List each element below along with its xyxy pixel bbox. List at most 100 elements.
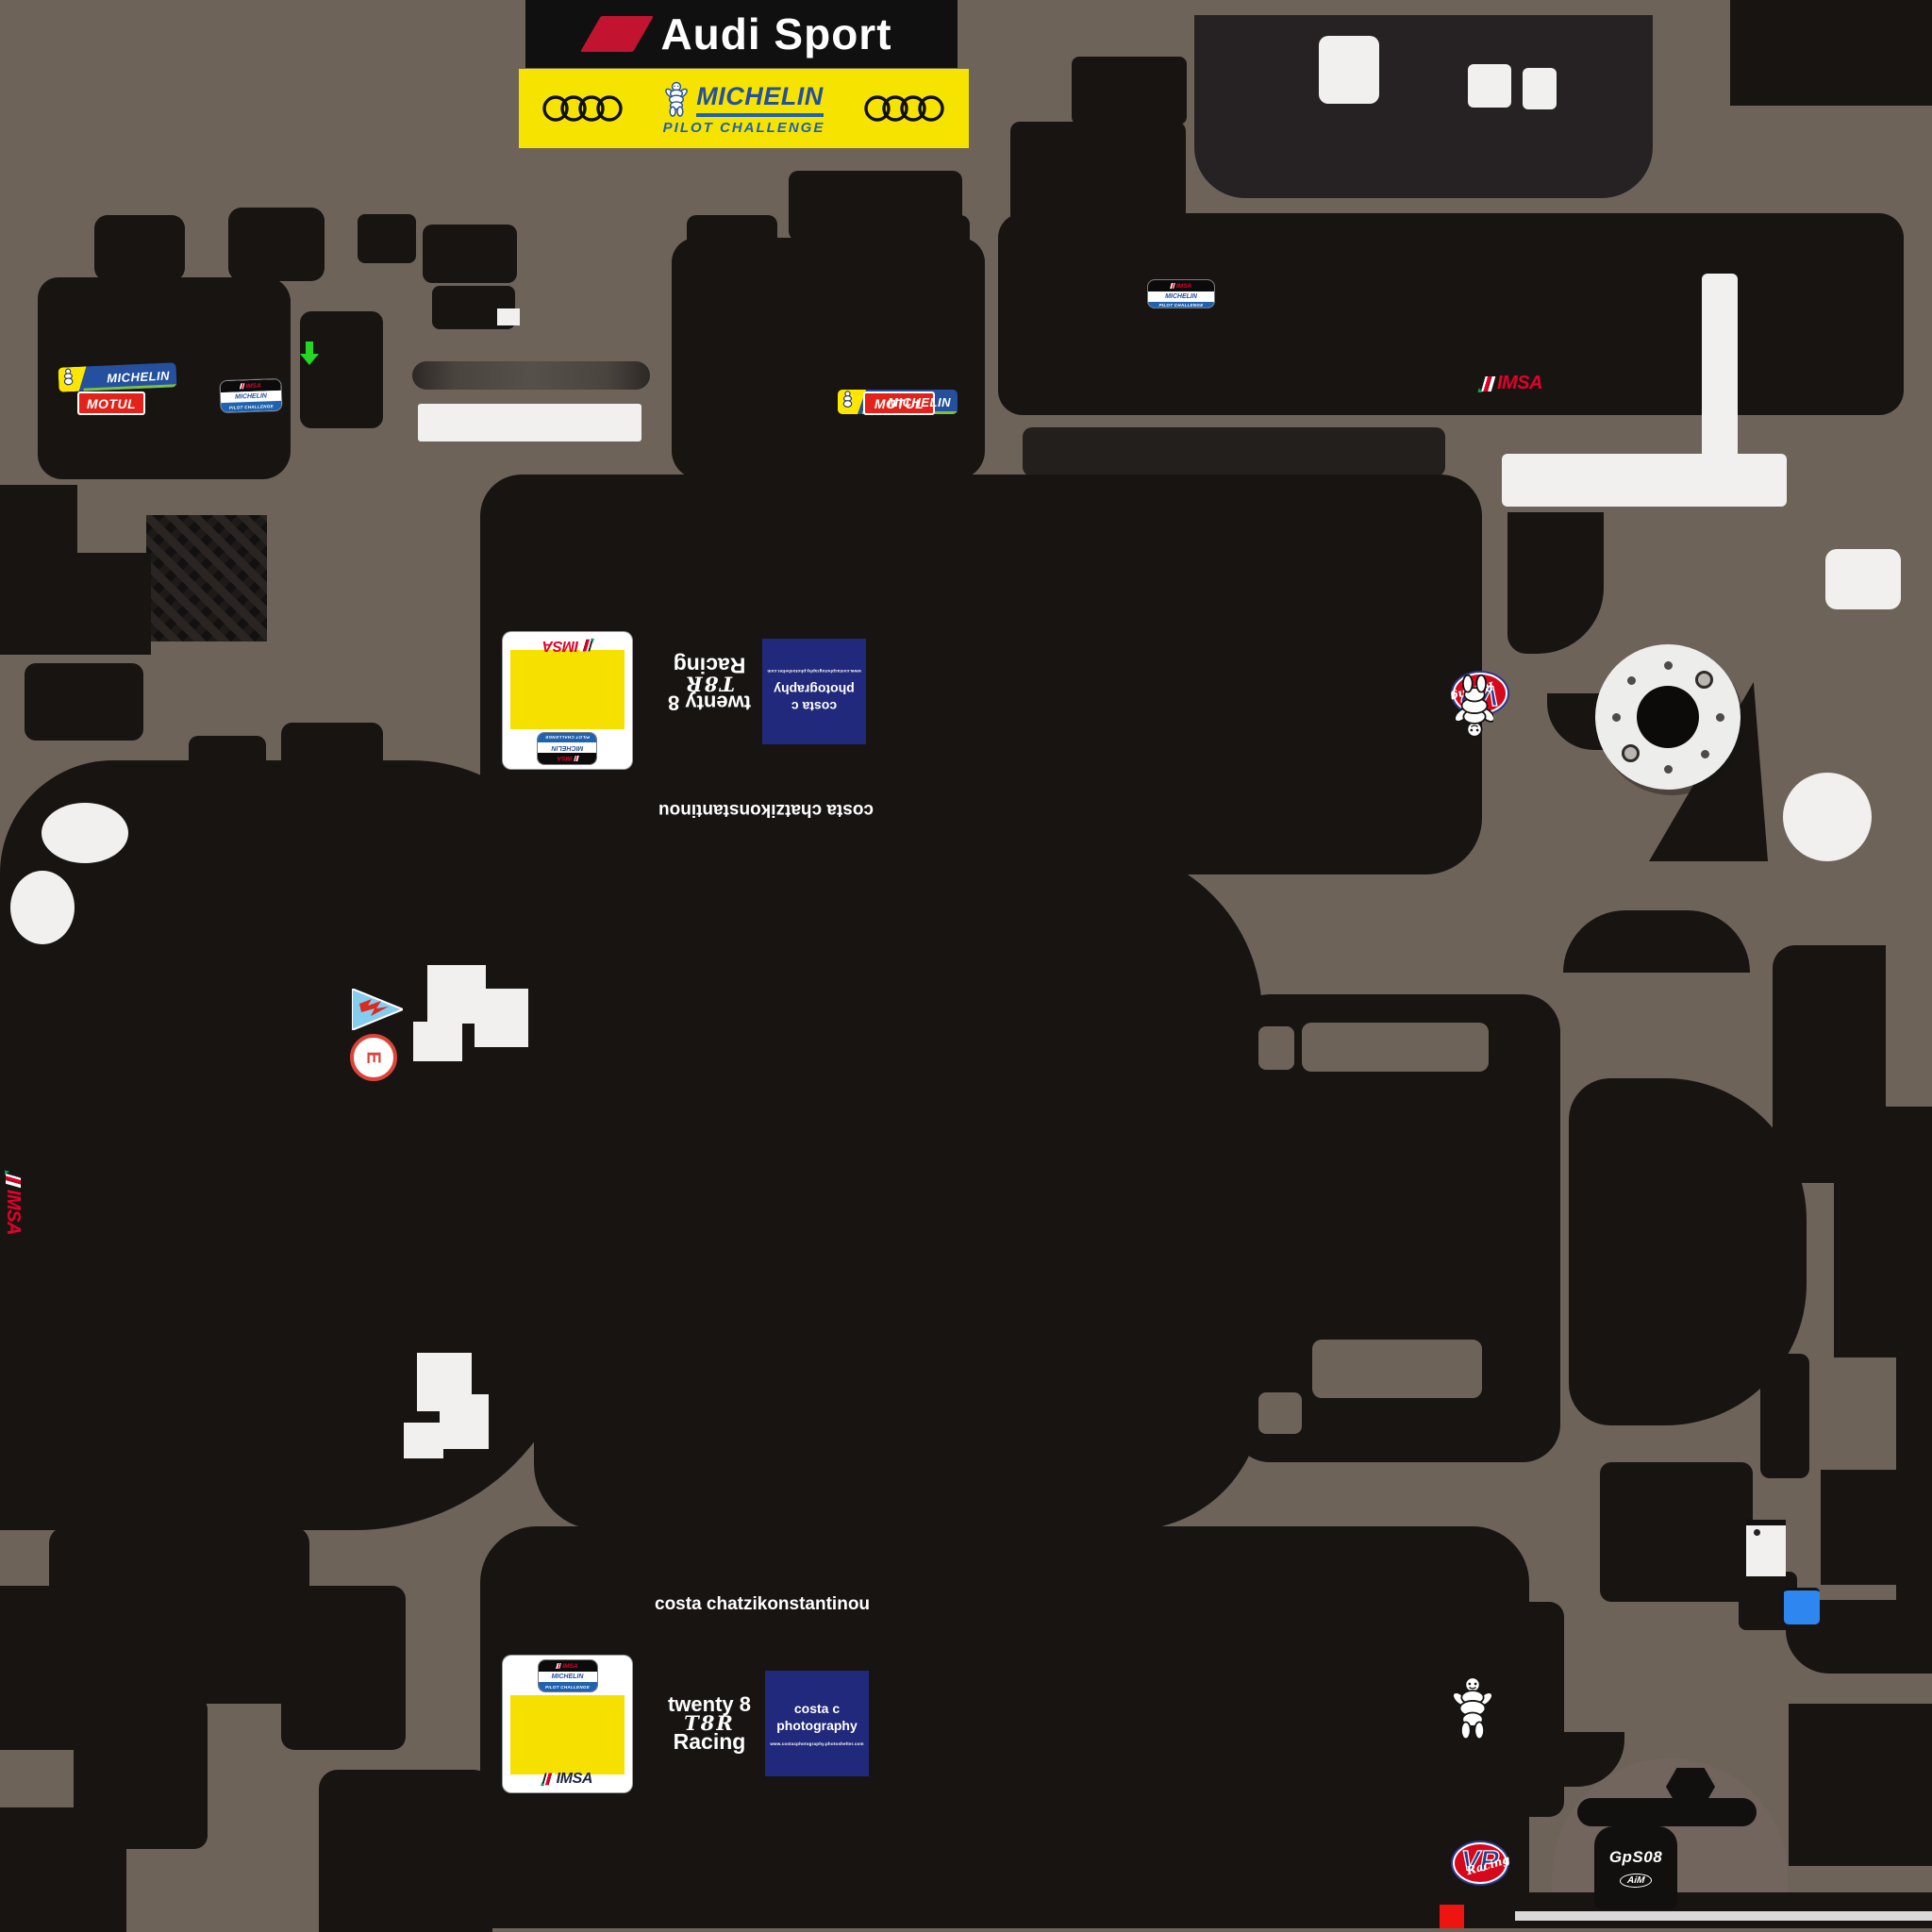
pilot-challenge-badge: IMSA MICHELIN PILOT CHALLENGE bbox=[538, 1660, 597, 1691]
corner-shape-bottomright bbox=[1789, 1704, 1932, 1866]
badge-pilot-label: PILOT CHALLENGE bbox=[538, 733, 597, 742]
motul-wordmark: MOTUL bbox=[874, 395, 924, 411]
red-badge-glyph: E bbox=[363, 1051, 384, 1064]
vest-side-piece bbox=[300, 311, 383, 428]
connector-dot bbox=[1754, 1529, 1760, 1536]
imsa-flag-icon bbox=[239, 383, 245, 390]
pennant-flag-decal bbox=[352, 989, 403, 1030]
michelin-man-icon bbox=[842, 391, 853, 408]
sponsor-card: IMSA MICHELIN PILOT CHALLENGE IMSA bbox=[503, 1656, 632, 1792]
badge-imsa-row: IMSA bbox=[538, 1660, 597, 1672]
audi-rings-icon bbox=[864, 95, 945, 122]
fender-curve bbox=[1507, 512, 1604, 654]
corner-shape-bottomleft bbox=[0, 1807, 126, 1932]
fender-mass-left bbox=[0, 760, 581, 1530]
small-white-part bbox=[497, 308, 520, 325]
edge-shape-right bbox=[1834, 1107, 1932, 1357]
vest-panel-center bbox=[672, 238, 985, 479]
corner-shape-topright bbox=[1730, 0, 1932, 106]
imsa-wordmark: IMSA bbox=[1497, 373, 1543, 393]
badge-michelin-label: MICHELIN bbox=[538, 1672, 597, 1682]
michelin-man-icon bbox=[665, 81, 689, 117]
bodyside-panel-right bbox=[998, 213, 1904, 415]
small-part-shape bbox=[1010, 122, 1186, 224]
imsa-flag-icon bbox=[1478, 375, 1496, 391]
audi-sport-label: Audi Sport bbox=[660, 9, 892, 58]
white-bar-part bbox=[418, 404, 641, 441]
imsa-logo: IMSA bbox=[0, 1171, 26, 1277]
red-marker-square bbox=[1440, 1905, 1464, 1928]
michelin-man-figure bbox=[1456, 674, 1493, 738]
imsa-flag-icon bbox=[556, 1663, 562, 1669]
imsa-flag-icon bbox=[573, 756, 579, 761]
vp-oval-icon bbox=[1453, 1842, 1507, 1884]
headrest-cutout bbox=[1523, 68, 1557, 109]
team-line3: Racing bbox=[673, 653, 746, 678]
edge-shape-left bbox=[0, 1586, 77, 1750]
pilot-challenge-badge: IMSA MICHELIN PILOT CHALLENGE bbox=[538, 733, 597, 764]
corner-shape bbox=[1821, 1470, 1932, 1585]
small-part-shape bbox=[1760, 1354, 1809, 1478]
headrest-cutout bbox=[1319, 36, 1379, 104]
small-part-shape bbox=[789, 171, 962, 241]
small-part-shape bbox=[423, 225, 517, 283]
imsa-flag-icon bbox=[6, 1171, 21, 1189]
green-arrow-marker bbox=[300, 341, 319, 366]
hub-bolt bbox=[1612, 713, 1621, 722]
imsa-flag-icon bbox=[541, 1773, 555, 1785]
team-name-block: twenty 8 T8R Racing bbox=[660, 653, 758, 715]
hub-bolt bbox=[1664, 765, 1673, 774]
hub-bolt-ringed bbox=[1622, 744, 1640, 762]
sponsor-card: IMSA MICHELIN PILOT CHALLENGE IMSA bbox=[503, 632, 632, 769]
michelin-man-figure bbox=[1454, 1676, 1491, 1740]
suit-piece bbox=[281, 1586, 406, 1750]
badge-pilot-label: PILOT CHALLENGE bbox=[538, 1682, 597, 1691]
panel-cutout bbox=[1258, 1392, 1302, 1434]
blue-connector bbox=[1784, 1588, 1820, 1624]
shoulder-shape-right bbox=[228, 208, 325, 281]
audi-rings-icon bbox=[541, 95, 623, 122]
carbon-panel bbox=[146, 515, 267, 641]
card-yellow-field bbox=[510, 1695, 625, 1774]
costa-photography-box: costa c photography www.costacphotograph… bbox=[762, 639, 866, 744]
shoulder-shape-left bbox=[94, 215, 185, 281]
imsa-wordmark: IMSA bbox=[3, 1190, 25, 1235]
white-cutout bbox=[475, 989, 528, 1047]
hub-bolt bbox=[1716, 713, 1724, 722]
michelin-banner-center: MICHELIN PILOT CHALLENGE bbox=[663, 81, 825, 136]
hub-center-hole bbox=[1637, 686, 1699, 748]
edge-shape-left bbox=[0, 485, 77, 557]
headrest-panel bbox=[1194, 15, 1653, 198]
gps-label: GpS08 bbox=[1608, 1848, 1663, 1866]
michelin-wordmark: MICHELIN bbox=[888, 394, 951, 409]
small-part-shape bbox=[1600, 1462, 1753, 1602]
team-line1: twenty 8 bbox=[667, 1692, 752, 1716]
dash-bottom-strip bbox=[480, 1921, 1932, 1928]
badge-imsa-label: IMSA bbox=[1175, 282, 1192, 290]
white-ellipse-part bbox=[42, 803, 128, 863]
team-line2: T8R bbox=[684, 1711, 735, 1735]
badge-imsa-row: IMSA bbox=[538, 753, 597, 764]
aim-logo: AiM bbox=[1619, 1874, 1653, 1888]
underbody-band bbox=[480, 1526, 1529, 1926]
panel-cutout bbox=[1312, 1340, 1482, 1398]
hub-bolt bbox=[1627, 676, 1636, 685]
imsa-wordmark: IMSA bbox=[556, 1770, 592, 1787]
white-circle-part bbox=[1783, 773, 1872, 861]
imsa-flag-icon bbox=[1170, 283, 1175, 289]
white-cutout bbox=[404, 1423, 443, 1458]
card-yellow-field bbox=[510, 650, 625, 729]
white-lbar-vertical bbox=[1702, 274, 1738, 470]
imsa-logo: IMSA bbox=[543, 637, 594, 655]
headrest-cutout bbox=[1468, 64, 1511, 108]
suit-piece bbox=[49, 1526, 309, 1704]
wheel-hub-disc bbox=[1595, 644, 1740, 790]
badge-imsa-label: IMSA bbox=[245, 382, 261, 390]
imsa-logo: IMSA bbox=[1478, 373, 1543, 394]
body-main-mass bbox=[534, 845, 1262, 1530]
suit-piece bbox=[319, 1770, 492, 1932]
hub-bolt-ringed bbox=[1695, 671, 1713, 689]
white-lbar-horizontal bbox=[1502, 454, 1787, 507]
photo-url: www.costacphotography.photoshelter.com bbox=[770, 1741, 864, 1746]
michelin-man-icon bbox=[63, 368, 74, 386]
